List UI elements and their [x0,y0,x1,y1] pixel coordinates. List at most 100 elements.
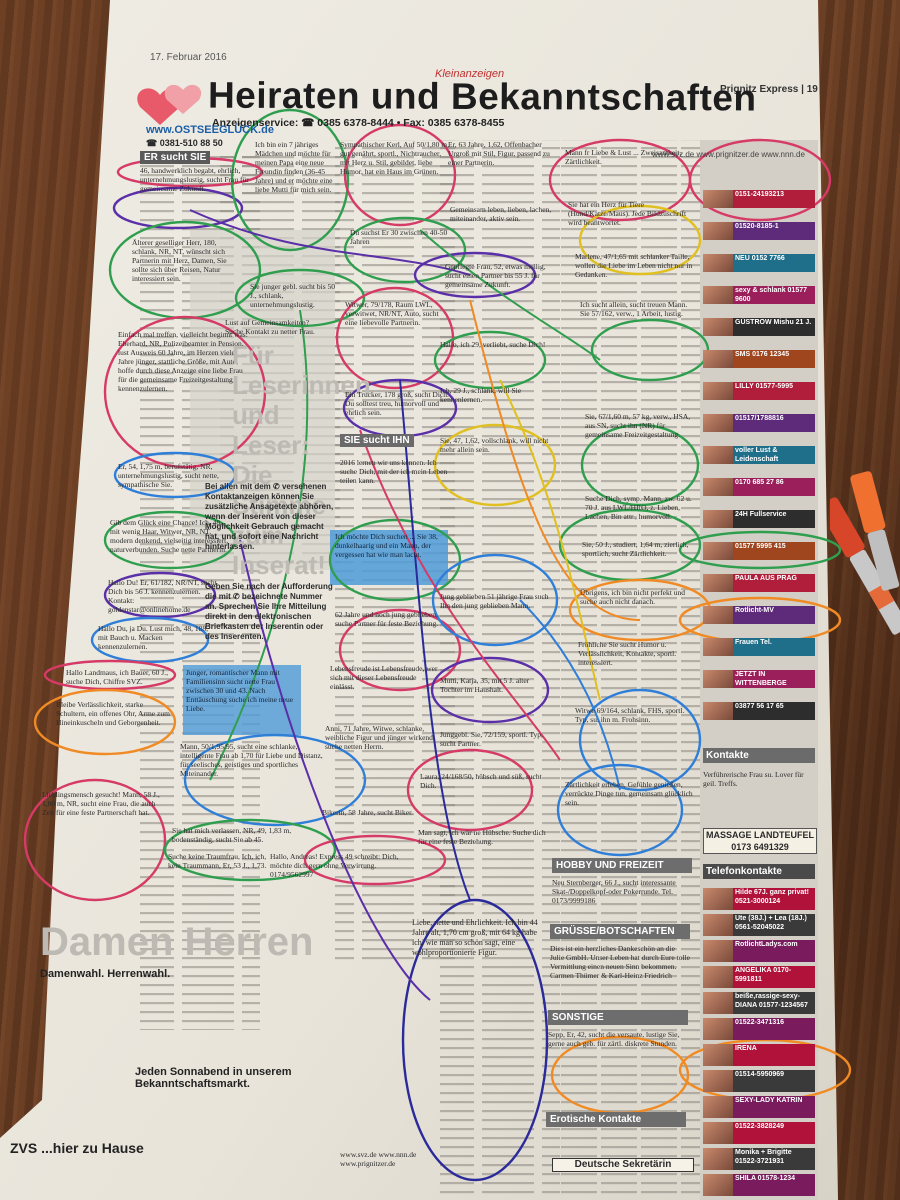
telefonkontakt-label: beiße,rassige-sexy-DIANA 01577-1234567 [735,993,808,1009]
sidebar-ad-label: 01520-8185-1 [735,223,779,230]
list-item: Gemeinsam leben, lieben, lachen, miteina… [450,205,552,223]
list-item: 2016 lernen wir uns kennen. Ich suche Di… [340,458,448,485]
list-item: Lust auf Gemeinsamkeiten? Suche Kontakt … [225,318,315,336]
ad-photo-thumbnail [703,606,733,624]
ad-photo-thumbnail [703,254,733,272]
list-item: Ich sucht allein, sucht treuen Mann. Sie… [580,300,688,318]
sidebar-ad-tile: SMS 0176 12345 [703,350,815,368]
phone-line: ☎ 0381-510 88 50 [146,138,223,148]
ad-photo-thumbnail [703,286,733,304]
sidebar-ad-label: Rotlicht-MV [735,607,774,614]
sidebar-ad-label: Frauen Tel. [735,639,772,646]
list-item: Hallo, Andreas! Express 49 schreibt: Dic… [270,852,399,879]
kontakte-ad: Verführerische Frau su. Lover für geil. … [703,770,804,788]
telefonkontakt-label: SEXY-LADY KATRIN [735,1097,803,1104]
marker-pens [830,471,900,635]
telefonkontakt-tile: 01514-5950969 [703,1070,815,1092]
telefonkontakt-label: ANGELIKA 0170-5991811 [735,967,792,983]
list-item: Bleibe Verlässlichkeit, starke Schultern… [56,700,170,727]
promo-text-2: Geben Sie nach der Aufforderung die mit … [205,582,333,641]
sidebar-ad-label: 03877 56 17 65 [735,703,784,710]
list-item: Gib dem Glück eine Chance! Ich, 48, mit … [110,518,229,554]
list-item: Mann fr Liebe & Lust ... Zweisamkeit, Zä… [565,148,682,166]
secretary-ad: Deutsche Sekretärin [552,1158,694,1172]
list-item: Lebensfreude ist Lebensfreude, wer sich … [330,664,438,691]
telefonkontakt-tile: RotlichtLadys.com [703,940,815,962]
telefonkontakt-tile: 01522-3471316 [703,1018,815,1040]
telefonkontakt-label: Ute (38J.) + Lea (18J.) 0561-52045022 [735,915,807,931]
heading-greetings: GRÜSSE/BOTSCHAFTEN [550,924,690,939]
list-item: Älterer geselliger Herr, 180, schlank, N… [132,238,227,283]
massage-banner: MASSAGE LANDTEUFEL 0173 6491329 [703,828,817,854]
list-item: Er, 63 Jahre, 1,62, Offenbacher Urgroß m… [448,140,550,167]
sidebar-ad-label: LILLY 01577-5995 [735,383,793,390]
ad-photo-thumbnail [703,940,733,962]
list-item: Marlene, 47/1,65 mit schlanker Taille, w… [575,252,693,279]
telefonkontakt-tile: IRENA [703,1044,815,1066]
ad-photo-thumbnail [703,190,733,208]
list-item: Witwe 69/164, schlank, FHS, sportl. Typ,… [575,706,685,724]
telefonkontakt-label: RotlichtLadys.com [735,941,798,948]
hearts-logo [137,84,202,125]
sidebar-ad-tile: 01517/1788816 [703,414,815,432]
section-label: Kleinanzeigen [435,68,505,80]
list-item: Zärtlichkeit erleben, Gefühle genießen, … [565,780,693,807]
ghost-heading: Für Leserinnen und Leser: Die Stimme zum… [232,340,371,580]
ad-photo-thumbnail [703,350,733,368]
ad-photo-thumbnail [703,992,733,1014]
band-sie-sucht-ihn: SIE sucht IHN [340,434,414,447]
sonstige-ad: Sepp, Er, 42, sucht die versaute, lustig… [548,1030,680,1048]
list-item: Sie hat mich verlassen, NR, 49, 1,83 m, … [172,826,292,844]
ad-photo-thumbnail [703,574,733,592]
ad-photo-thumbnail [703,318,733,336]
ad-photo-thumbnail [703,1018,733,1040]
sidebar-ad-label: SMS 0176 12345 [735,351,790,358]
list-item: Mutti, Katja, 35, mit 5 J. alter Tochter… [440,676,530,694]
list-item: Suche Dich, symp. Mann, zw. 62 u. 70 J. … [585,494,692,521]
footer-ghost-words: Damen Herren [40,920,314,964]
sidebar-ad-label: 01577 5995 415 [735,543,786,550]
heading-kontakte: Kontakte [703,748,815,763]
ad-photo-thumbnail [703,382,733,400]
heading-hobby: HOBBY UND FREIZEIT [552,858,692,873]
heading-telefonkontakte: Telefonkontakte [703,864,815,879]
sidebar-ad-label: 0151-24193213 [735,191,785,198]
list-item: Ich, 29 J., schlank, will Sie kennenlern… [440,386,522,404]
list-item: Sie, 50 J., studiert, 1,64 m, zierlich, … [582,540,689,558]
sidebar-ad-label: NEU 0152 7766 [735,255,785,262]
list-item: Sie hat ein Herz für Tiere (Hund/Katze/M… [568,200,687,227]
footer-urls: www.svz.de www.nnn.de www.prignitzer.de [340,1150,417,1168]
ad-photo-thumbnail [703,1148,733,1170]
list-item: Gepflegte Frau, 52, etwas mollig, sucht … [445,262,546,289]
ad-photo-thumbnail [703,888,733,910]
sidebar-ad-tile: 01520-8185-1 [703,222,815,240]
list-item: Ich möchte Dich suchen ... Sie 38, dunke… [335,532,438,559]
list-item: 46, handwerklich begabt, ehrlich, untern… [140,166,249,193]
paper-name-page-number: Prignitz Express | 19 [720,84,818,95]
footer-promo: Jeden Sonnabend in unserem Bekanntschaft… [135,1066,292,1090]
telefonkontakt-tile: Ute (38J.) + Lea (18J.) 0561-52045022 [703,914,815,936]
telefonkontakt-label: Monika + Brigitte 01522-3721931 [735,1149,792,1165]
list-item: Jung geblieben 51 jährige Frau such Ihn … [440,592,549,610]
list-item: Witwer, 79/178, Raum LWL, verwitwet, NR/… [345,300,439,327]
ad-photo-thumbnail [703,414,733,432]
ad-photo-thumbnail [703,446,733,464]
list-item: Hallo Du! Er, 61/182, NR/NT, sucht Dich … [108,578,217,614]
telefonkontakt-tile: 01522-3828249 [703,1122,815,1144]
list-item: Ein Trucker, 178 groß, sucht Dich. Du so… [345,390,449,417]
greetings-ad: Dies ist ein herzliches Dankeschön an di… [550,944,690,980]
list-item: Hallo, ich 29, verliebt, suche Dich! [440,340,546,349]
sidebar-ad-tile: 0151-24193213 [703,190,815,208]
footer-tagline: Damenwahl. Herrenwahl. [40,968,171,980]
sidebar-ad-label: 01517/1788816 [735,415,784,422]
sidebar-ad-tile: 0170 685 27 86 [703,478,815,496]
ad-photo-thumbnail [703,670,733,688]
sidebar-ad-tile: sexy & schlank 01577 9600 [703,286,815,304]
telefonkontakt-tile: Monika + Brigitte 01522-3721931 [703,1148,815,1170]
sidebar-ad-tile: LILLY 01577-5995 [703,382,815,400]
list-item: Bikerin, 58 Jahre, sucht Biker. [322,808,414,817]
list-item: 62 Jahre und noch jung geblieben, suche … [335,610,439,628]
sidebar-ad-tile: NEU 0152 7766 [703,254,815,272]
telefonkontakt-label: Hilde 67J. ganz privat! 0521-3000124 [735,889,809,905]
telefonkontakt-label: 01522-3471316 [735,1019,785,1026]
